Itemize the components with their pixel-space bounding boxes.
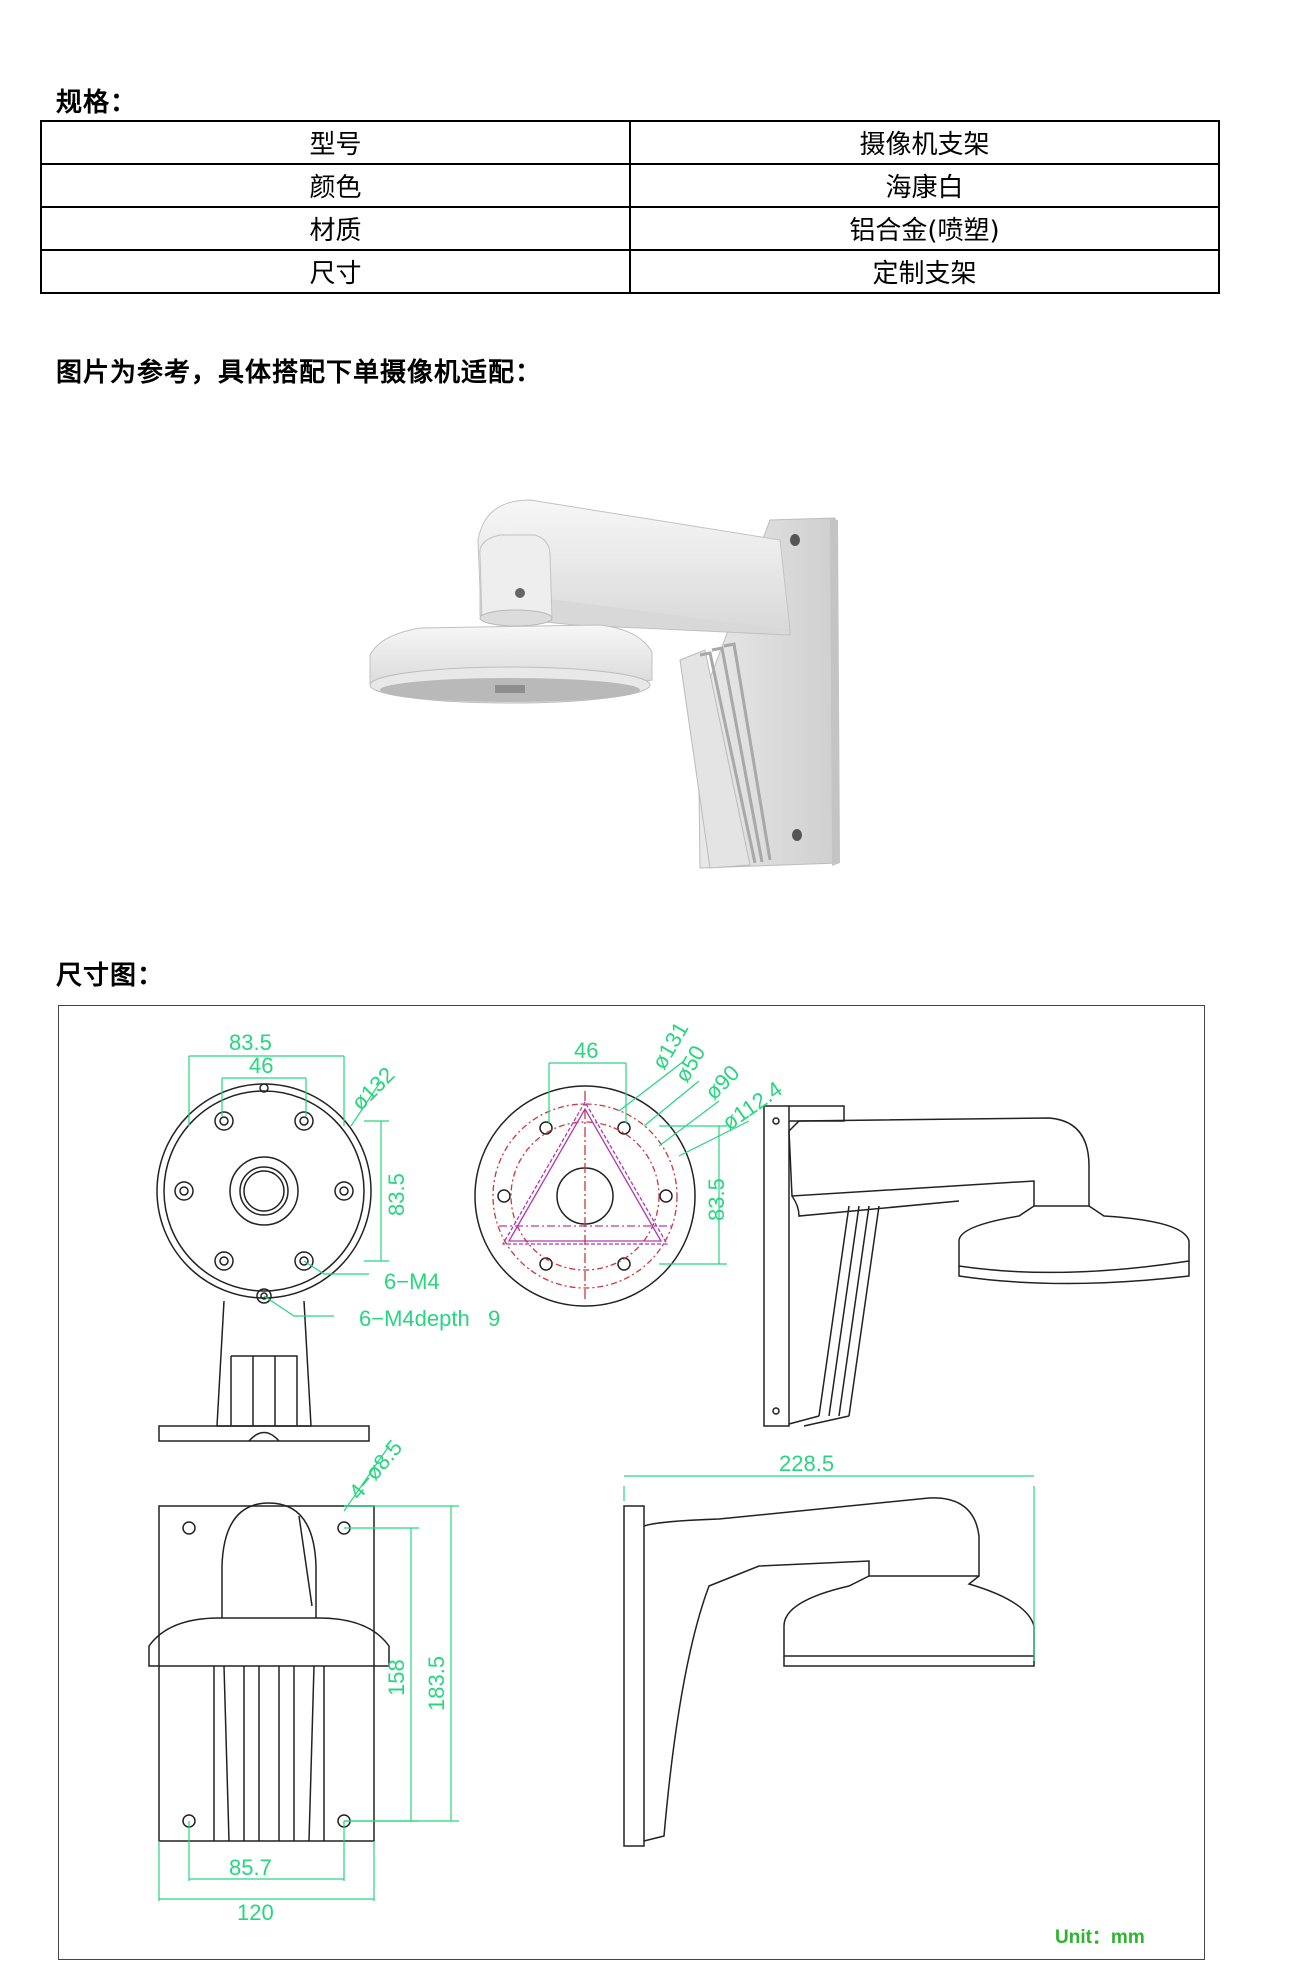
dim-back-h2: 183.5 (424, 1656, 449, 1711)
spec-label: 尺寸 (40, 249, 631, 294)
spec-value: 定制支架 (629, 249, 1220, 294)
dim-plate-h: 83.5 (704, 1178, 729, 1221)
dim-side-length: 228.5 (779, 1451, 834, 1476)
drawing-heading: 尺寸图： (56, 961, 165, 991)
spec-table: 型号 摄像机支架 颜色 海康白 材质 铝合金(喷塑) 尺寸 定制支架 (40, 120, 1220, 294)
spec-label: 型号 (40, 120, 631, 165)
table-row: 尺寸 定制支架 (40, 249, 1220, 294)
dim-back-h1: 158 (384, 1659, 409, 1696)
dim-back-w1: 85.7 (229, 1855, 272, 1880)
spec-value: 海康白 (629, 163, 1220, 208)
dim-back-w2: 120 (237, 1900, 274, 1925)
dimension-drawing-svg: 83.5 46 ø132 83.5 6−M4 6−M4depth 9 46 ø1… (148, 1018, 1190, 1925)
table-row: 颜色 海康白 (40, 163, 1220, 208)
dim-plate-46: 46 (574, 1038, 598, 1063)
spec-heading: 规格： (56, 88, 138, 118)
dim-plate-d90: ø90 (700, 1060, 744, 1104)
dim-front-dia: ø132 (346, 1062, 399, 1115)
dim-front-h: 83.5 (384, 1173, 409, 1216)
spec-value: 摄像机支架 (629, 120, 1220, 165)
dimension-drawing: 83.5 46 ø132 83.5 6−M4 6−M4depth 9 46 ø1… (58, 1005, 1205, 1960)
spec-value: 铝合金(喷塑) (629, 206, 1220, 251)
unit-label: Unit：mm (1055, 1927, 1145, 1948)
table-row: 材质 铝合金(喷塑) (40, 206, 1220, 251)
table-row: 型号 摄像机支架 (40, 120, 1220, 165)
dim-front-w2: 46 (249, 1053, 273, 1078)
dim-front-w1: 83.5 (229, 1030, 272, 1055)
product-photo (369, 499, 840, 869)
spec-label: 材质 (40, 206, 631, 251)
dim-front-m4: 6−M4 (384, 1269, 440, 1294)
dim-front-m4depth: 6−M4depth 9 (359, 1306, 500, 1331)
dim-back-holes: 4−ø8.5 (344, 1435, 408, 1504)
spec-label: 颜色 (40, 163, 631, 208)
photo-heading: 图片为参考，具体搭配下单摄像机适配： (56, 358, 543, 388)
